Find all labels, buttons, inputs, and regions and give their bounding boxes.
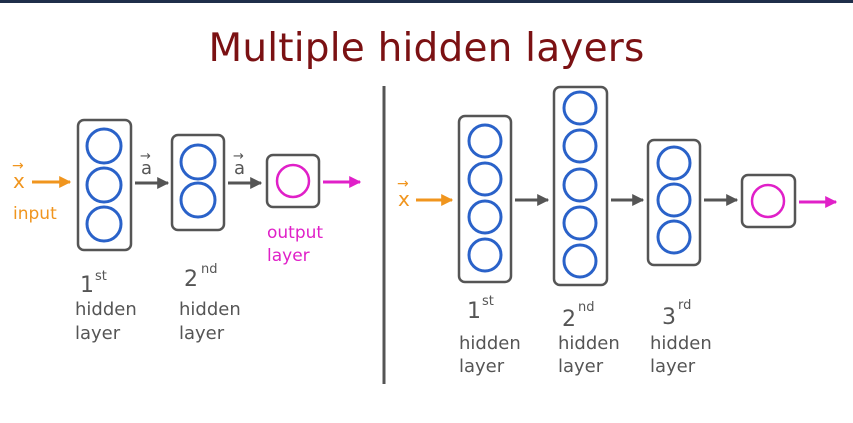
right-layer-2-suffix: nd <box>578 300 595 315</box>
left-layer-1-ordinal: 1 <box>80 273 94 298</box>
output-neuron <box>275 163 311 199</box>
output-neuron <box>750 183 786 219</box>
neuron <box>656 145 692 181</box>
slide-title: Multiple hidden layers <box>208 26 645 71</box>
left-layer-2-ordinal: 2 <box>184 267 198 292</box>
neuron <box>467 237 503 273</box>
vector-arrow-icon: → <box>140 149 151 164</box>
left-layer-1-line1: hidden <box>75 299 137 320</box>
right-layer-3-box <box>646 138 702 267</box>
right-layer-3 <box>646 138 702 267</box>
neuron <box>467 161 503 197</box>
left-layer-2-suffix: nd <box>201 262 218 277</box>
left-activation-var-2: a <box>234 158 245 179</box>
right-layer-1-line1: hidden <box>459 333 521 354</box>
right-layer-1-ordinal: 1 <box>467 299 481 324</box>
left-output-label-1: output <box>267 223 323 243</box>
neuron <box>85 166 123 204</box>
right-input-var: x <box>398 187 410 211</box>
right-layer-1 <box>457 114 513 284</box>
neuron <box>562 128 598 164</box>
right-layer-2-ordinal: 2 <box>562 307 576 332</box>
right-layer-1-suffix: st <box>482 294 494 309</box>
neuron <box>656 182 692 218</box>
neuron <box>179 181 217 219</box>
left-input-label: input <box>13 204 57 224</box>
left-layer-2-line2: layer <box>179 323 225 344</box>
right-layer-2-line2: layer <box>558 356 604 377</box>
right-layer-1-box <box>457 114 513 284</box>
left-activation-var-1: a <box>141 158 152 179</box>
left-input-vector-arrow: → <box>12 158 24 174</box>
right-layer-3-line1: hidden <box>650 333 712 354</box>
top-border <box>0 0 853 3</box>
neuron <box>85 205 123 243</box>
neuron <box>656 219 692 255</box>
right-layer-2-box <box>552 85 609 287</box>
neuron <box>85 127 123 165</box>
neuron <box>467 123 503 159</box>
right-layer-2-line1: hidden <box>558 333 620 354</box>
left-layer-2-box <box>170 133 226 232</box>
right-layer-1-line2: layer <box>459 356 505 377</box>
right-output-layer <box>740 173 797 229</box>
right-layer-3-suffix: rd <box>678 298 691 313</box>
left-layer-2-line1: hidden <box>179 299 241 320</box>
neuron <box>179 143 217 181</box>
left-layer-1 <box>76 118 133 252</box>
vector-arrow-icon: → <box>233 149 244 164</box>
right-layer-2 <box>552 85 609 287</box>
neuron <box>562 205 598 241</box>
neuron <box>467 199 503 235</box>
right-output-box <box>740 173 797 229</box>
left-layer-1-box <box>76 118 133 252</box>
right-layer-3-line2: layer <box>650 356 696 377</box>
right-layer-3-ordinal: 3 <box>662 305 676 330</box>
left-layer-1-suffix: st <box>95 269 107 284</box>
left-output-box <box>265 153 321 209</box>
right-input-vector-arrow: → <box>397 176 409 192</box>
left-input-var: x <box>13 169 25 193</box>
left-layer-2 <box>170 133 226 232</box>
left-layer-1-line2: layer <box>75 323 121 344</box>
left-output-label-2: layer <box>267 246 310 266</box>
neuron <box>562 243 598 279</box>
left-output-layer <box>265 153 321 209</box>
neuron <box>562 90 598 126</box>
neuron <box>562 167 598 203</box>
